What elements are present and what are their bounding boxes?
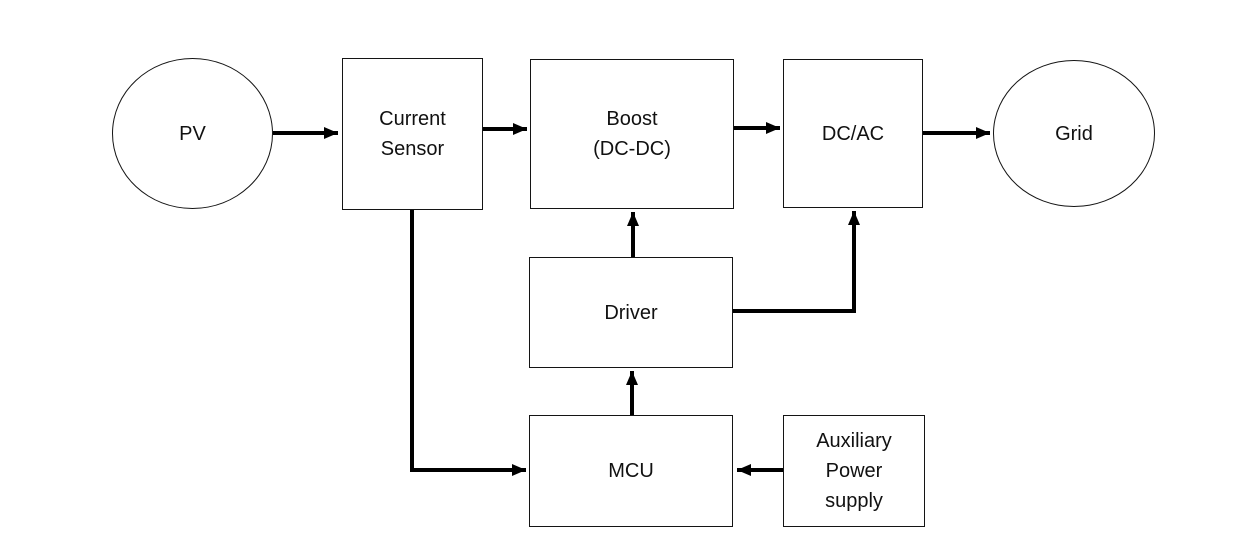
node-dc-ac: DC/AC	[783, 59, 923, 208]
node-mcu-label: MCU	[608, 460, 654, 482]
node-current-sensor: Current Sensor	[342, 58, 483, 210]
node-grid: Grid	[993, 60, 1155, 207]
edge-current-sensor-to-mcu	[410, 210, 526, 476]
node-grid-label: Grid	[1055, 122, 1093, 145]
node-pv-label: PV	[179, 122, 206, 145]
node-driver: Driver	[529, 257, 733, 368]
node-dc-ac-label: DC/AC	[821, 122, 885, 145]
node-aux-power: Auxiliary Power supply	[783, 415, 925, 527]
edge-driver-to-dc-ac	[733, 211, 860, 313]
node-boost-label: Boost (DC-DC)	[593, 108, 671, 160]
node-pv: PV	[112, 58, 273, 209]
node-aux-power-label: Auxiliary Power supply	[816, 430, 892, 512]
node-driver-label: Driver	[604, 301, 658, 324]
node-mcu: MCU	[529, 415, 733, 527]
node-current-sensor-label: Current Sensor	[379, 108, 446, 160]
node-boost: Boost (DC-DC)	[530, 59, 734, 209]
